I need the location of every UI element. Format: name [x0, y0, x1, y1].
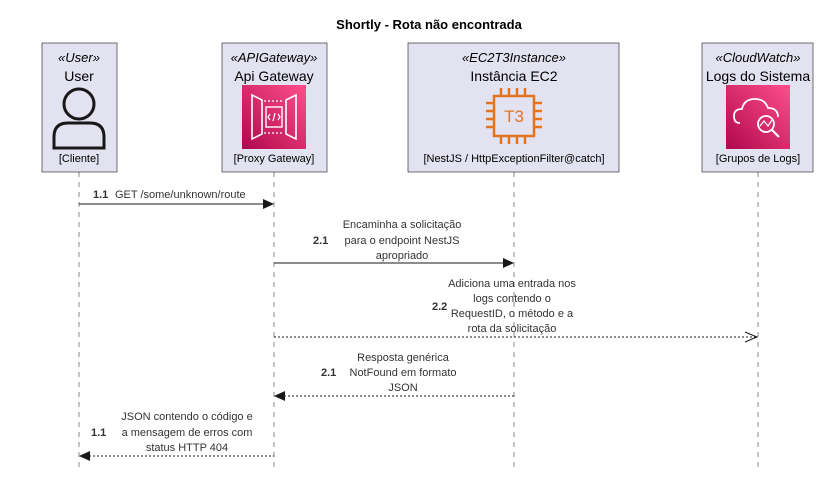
participant-label: [Grupos de Logs] — [716, 153, 800, 165]
message-text-line: apropriado — [376, 250, 429, 262]
participant-name: User — [64, 68, 94, 84]
message-5: 1.1 JSON contendo o código e a mensagem … — [79, 411, 274, 461]
participant-logs[interactable]: «CloudWatch» Logs do Sistema [Grupos de … — [701, 42, 814, 173]
api-gateway-icon — [242, 85, 306, 149]
message-4: 2.1 Resposta genérica NotFound em format… — [274, 352, 514, 401]
participant-stereotype: «CloudWatch» — [715, 50, 800, 65]
participant-stereotype: «APIGateway» — [231, 50, 318, 65]
participant-stereotype: «EC2T3Instance» — [462, 50, 566, 65]
message-seq: 1.1 — [93, 189, 108, 201]
message-text-line: rota da solicitação — [468, 323, 557, 335]
message-text-line: JSON contendo o código e — [121, 411, 252, 423]
participant-name: Instância EC2 — [470, 68, 557, 84]
message-2: 2.1 Encaminha a solicitação para o endpo… — [274, 219, 514, 268]
participant-ec2[interactable]: «EC2T3Instance» Instância EC2 T3 [NestJS… — [407, 42, 620, 173]
message-text-line: logs contendo o — [473, 293, 551, 305]
diagram-title: Shortly - Rota não encontrada — [336, 17, 522, 32]
message-1: 1.1 GET /some/unknown/route — [79, 189, 274, 209]
participant-name: Api Gateway — [234, 68, 313, 84]
participant-label: [NestJS / HttpExceptionFilter@catch] — [423, 153, 604, 165]
participant-name: Logs do Sistema — [706, 68, 810, 84]
participant-box — [41, 42, 118, 173]
ec2-t3-icon: T3 — [486, 88, 542, 144]
ec2-icon-text: T3 — [504, 107, 524, 126]
message-3: 2.2 Adiciona uma entrada nos logs conten… — [274, 278, 759, 343]
cloudwatch-icon — [726, 85, 790, 149]
participant-label: [Proxy Gateway] — [234, 153, 315, 165]
arrowhead — [503, 258, 514, 268]
message-text: GET /some/unknown/route — [115, 189, 246, 201]
participant-user[interactable]: «User» User [Cliente] — [41, 42, 118, 173]
user-icon — [52, 87, 106, 150]
participant-api-gateway[interactable]: «APIGateway» Api Gateway [Proxy Gateway] — [221, 42, 328, 173]
participant-label: [Cliente] — [59, 153, 99, 165]
message-text-line: a mensagem de erros com — [122, 427, 253, 439]
message-text-line: para o endpoint NestJS — [345, 235, 460, 247]
message-text-line: Resposta genérica — [357, 352, 450, 364]
participant-stereotype: «User» — [58, 50, 100, 65]
message-seq: 2.2 — [432, 301, 447, 313]
arrowhead — [79, 451, 90, 461]
participant-box — [407, 42, 620, 173]
message-text-line: Encaminha a solicitação — [343, 219, 462, 231]
message-text-line: NotFound em formato — [350, 367, 457, 379]
participant-box — [701, 42, 814, 173]
message-text-line: status HTTP 404 — [146, 442, 228, 454]
message-seq: 2.1 — [321, 367, 336, 379]
arrowhead — [263, 199, 274, 209]
arrowhead — [744, 331, 759, 343]
message-text-line: Adiciona uma entrada nos — [448, 278, 576, 290]
message-seq: 1.1 — [91, 427, 106, 439]
message-text-line: JSON — [388, 382, 417, 394]
message-text-line: RequestID, o método e a — [451, 308, 574, 320]
message-seq: 2.1 — [313, 235, 328, 247]
arrowhead — [274, 391, 285, 401]
